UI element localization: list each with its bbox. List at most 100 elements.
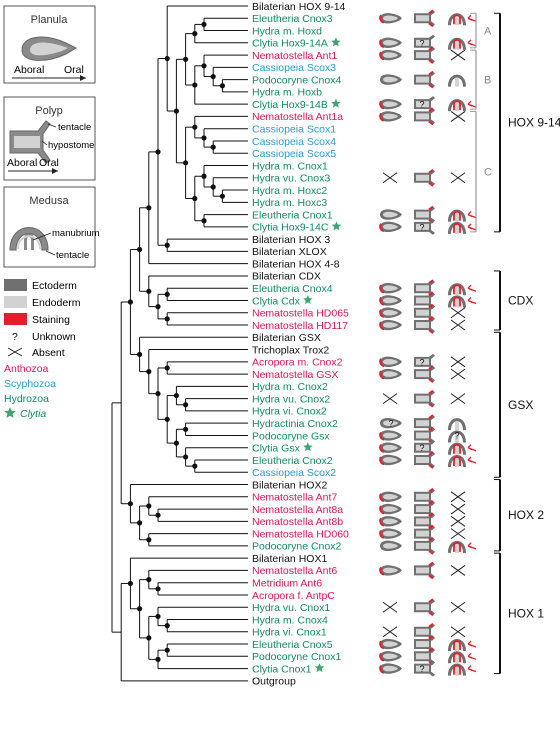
leaf-label: Nematostella Ant8a (252, 504, 343, 516)
planula-endoderm (383, 297, 398, 304)
staining-mark (379, 566, 385, 576)
legend-staining-swatch (4, 313, 27, 325)
staining-mark (379, 284, 385, 294)
expression-row: ? (380, 414, 466, 432)
staining-arrow-icon (467, 652, 477, 660)
medusa-manubrium (455, 654, 459, 664)
absent-cross-icon (450, 393, 466, 405)
subgroup-c-label: C (484, 167, 492, 179)
polyp-title: Polyp (35, 105, 63, 117)
polyp-endoderm (416, 665, 429, 672)
expression-row (382, 168, 466, 187)
expression-row (379, 9, 477, 28)
legend-taxon: Scyphozoa (4, 378, 56, 390)
medusa-manubrium (455, 457, 459, 467)
staining-mark (453, 14, 461, 25)
staining-mark (379, 431, 385, 441)
staining-mark (379, 493, 385, 502)
medusa-icon (448, 442, 466, 455)
staining-arrow-icon (467, 665, 477, 673)
medusa-drawing (9, 227, 49, 251)
medusa-icon (448, 221, 466, 234)
polyp-endoderm (416, 628, 429, 635)
leaf-label: Hydra vu. Cnox1 (252, 602, 330, 614)
leaf-label: Acropora f. AntpC (252, 590, 335, 602)
clytia-star-icon (303, 442, 313, 452)
legend-staining: Staining (32, 314, 70, 326)
medusa-manubrium (455, 77, 459, 87)
staining-arrow-icon (467, 211, 477, 219)
staining-arrow-icon (467, 640, 477, 648)
staining-mark (453, 664, 461, 675)
absent-cross-icon (450, 626, 466, 638)
leaf-label: Hydra m. Cnox4 (252, 614, 328, 626)
polyp-endoderm (416, 101, 429, 108)
leaf-label: Bilaterian HOX 4-8 (252, 258, 340, 270)
polyp-endoderm (416, 542, 429, 549)
unknown-mark: ? (419, 443, 424, 453)
staining-mark (379, 505, 385, 515)
staining-arrow-icon (467, 456, 477, 464)
staining-mark (379, 321, 385, 331)
leaf-label: Cassiopeia Scox5 (252, 148, 336, 160)
expression-row: ? (379, 218, 477, 235)
leaf-label: Podocoryne Cnox1 (252, 651, 341, 663)
expression-row (379, 635, 477, 653)
legend: Ectoderm Endoderm Staining ? Unknown Abs… (4, 279, 81, 420)
expression-row: ? (379, 426, 466, 445)
absent-cross-icon (450, 515, 466, 527)
polyp-endoderm (416, 15, 429, 22)
legend-absent: Absent (32, 347, 65, 359)
group-cdx-label: CDX (508, 293, 533, 307)
leaf-label: Bilaterian CDX (252, 271, 321, 283)
polyp-endoderm (416, 506, 429, 513)
leaf-label: Nematostella Ant7 (252, 492, 337, 504)
planula-endoderm (383, 665, 398, 672)
leaf-label: Bilaterian GSX (252, 332, 321, 344)
planula-endoderm (383, 432, 398, 439)
absent-cross-icon (450, 491, 466, 503)
leaf-label: Clytia Cdx (252, 295, 301, 307)
polyp-endoderm (416, 530, 429, 537)
leaf-label: Podocoryne Cnox2 (252, 541, 341, 553)
staining-mark (379, 296, 385, 306)
leaf-label: Podocoryne Gsx (252, 430, 330, 442)
legend-unknown-symbol: ? (12, 331, 18, 343)
leaf-label: Hydra m. Cnox1 (252, 160, 328, 172)
polyp-endoderm (416, 395, 429, 402)
staining-mark (453, 296, 461, 307)
clytia-star-icon (303, 295, 313, 304)
legend-endoderm-swatch (4, 296, 27, 308)
staining-mark (428, 70, 434, 89)
planula-endoderm (383, 506, 398, 512)
medusa-icon (448, 663, 466, 676)
medusa-icon (448, 639, 466, 652)
medusa-manubrium (455, 298, 459, 308)
staining-mark (379, 444, 385, 453)
absent-cross-icon (450, 368, 466, 380)
absent-cross-icon (450, 307, 466, 319)
medusa-icon (448, 418, 466, 431)
medusa-icon (448, 13, 466, 26)
leaf-label: Clytia Hox9-14A (252, 38, 328, 50)
medusa-manubrium (455, 420, 459, 431)
expression-row (379, 561, 466, 580)
staining-mark (453, 652, 461, 663)
leaf-label: Hydra vi. Cnox1 (252, 627, 327, 639)
leaf-label: Bilaterian HOX 9-14 (252, 1, 346, 13)
staining-mark (379, 358, 385, 367)
leaf-label: Hydra m. Hoxc2 (252, 185, 327, 197)
planula-endoderm (383, 567, 398, 574)
unknown-mark: ? (419, 664, 424, 674)
staining-mark (428, 316, 434, 334)
planula-endoderm (383, 76, 398, 83)
leaf-label: Clytia Hox9-14B (252, 99, 328, 111)
staining-mark (379, 665, 385, 674)
leaf-label: Clytia Hox9-14C (252, 222, 329, 234)
absent-cross-icon (450, 503, 466, 515)
staining-mark (453, 284, 461, 295)
polyp-endoderm (416, 39, 429, 46)
staining-arrow-icon (467, 444, 477, 452)
staining-mark (428, 561, 434, 580)
